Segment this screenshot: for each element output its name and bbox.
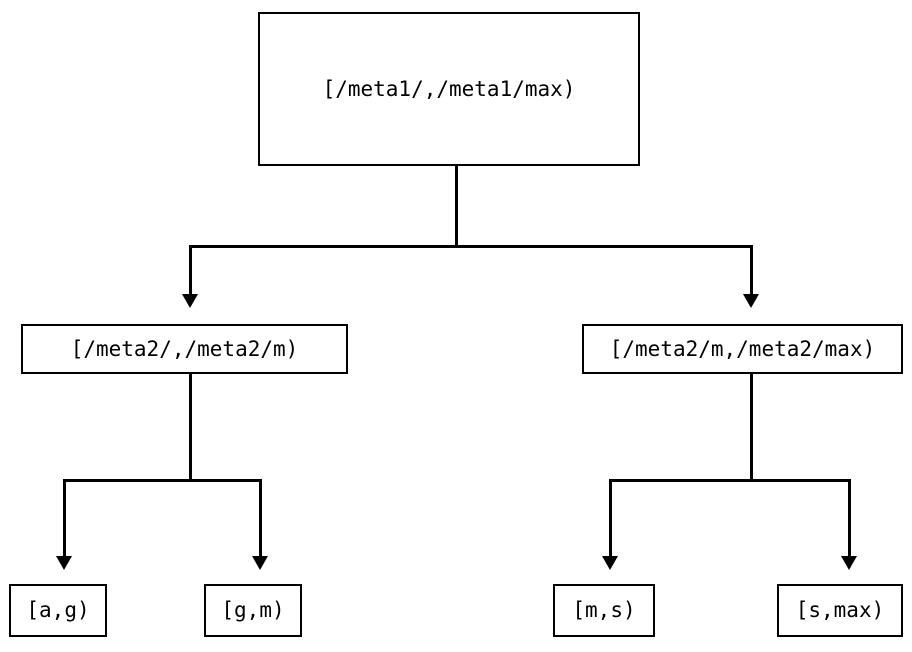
edge-level1-bar bbox=[189, 245, 753, 248]
edge-left-leaf-bar bbox=[63, 479, 262, 482]
node-leaf-1[interactable]: [a,g) bbox=[9, 584, 107, 637]
node-leaf-4[interactable]: [s,max) bbox=[777, 584, 903, 637]
arrow-head-icon-mid-left bbox=[182, 294, 198, 308]
edge-mid-right-to-leaf-4 bbox=[848, 479, 851, 556]
node-mid-left-label: [/meta2/,/meta2/m) bbox=[70, 336, 299, 361]
edge-mid-right-to-leaf-3 bbox=[609, 479, 612, 556]
edge-right-leaf-bar bbox=[609, 479, 851, 482]
edge-mid-left-to-leaf-1 bbox=[63, 479, 66, 556]
node-mid-right-label: [/meta2/m,/meta2/max) bbox=[609, 336, 876, 361]
arrow-head-icon-mid-right bbox=[743, 294, 759, 308]
arrow-head-icon-leaf-1 bbox=[56, 556, 72, 570]
arrow-head-icon-leaf-2 bbox=[252, 556, 268, 570]
edge-root-to-mid-left bbox=[189, 245, 192, 294]
node-leaf-3-label: [m,s) bbox=[572, 598, 636, 622]
edge-mid-left-stem bbox=[189, 374, 192, 482]
node-mid-right[interactable]: [/meta2/m,/meta2/max) bbox=[582, 324, 903, 374]
node-leaf-3[interactable]: [m,s) bbox=[553, 584, 655, 637]
node-mid-left[interactable]: [/meta2/,/meta2/m) bbox=[21, 324, 348, 374]
node-leaf-4-label: [s,max) bbox=[795, 598, 885, 622]
node-leaf-1-label: [a,g) bbox=[26, 598, 90, 622]
node-leaf-2-label: [g,m) bbox=[221, 598, 285, 622]
node-root[interactable]: [/meta1/,/meta1/max) bbox=[258, 12, 640, 166]
node-root-label: [/meta1/,/meta1/max) bbox=[322, 76, 576, 101]
node-leaf-2[interactable]: [g,m) bbox=[204, 584, 302, 637]
edge-mid-left-to-leaf-2 bbox=[259, 479, 262, 556]
edge-mid-right-stem bbox=[750, 374, 753, 482]
edge-root-stem bbox=[455, 166, 458, 248]
arrow-head-icon-leaf-4 bbox=[841, 556, 857, 570]
edge-root-to-mid-right bbox=[750, 245, 753, 294]
arrow-head-icon-leaf-3 bbox=[602, 556, 618, 570]
